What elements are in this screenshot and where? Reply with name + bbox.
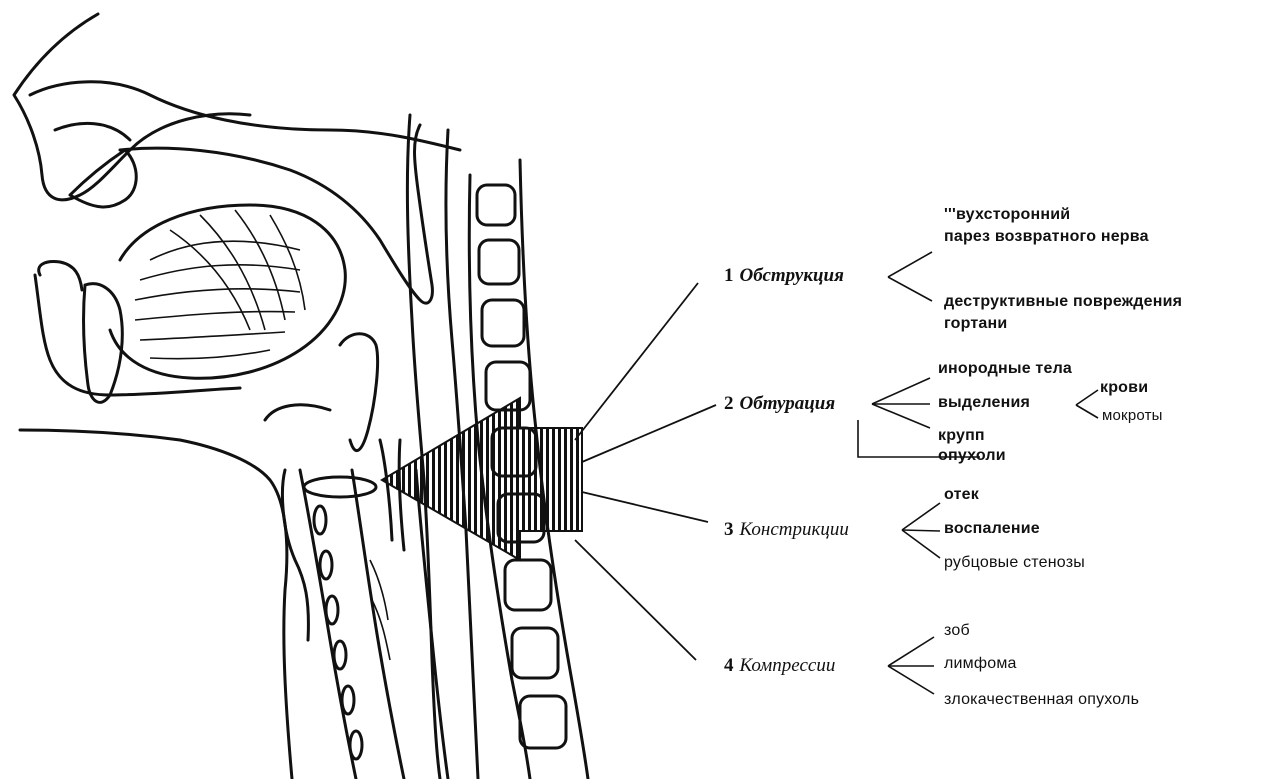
cause-1-item-1: '''вухсторонний [944, 207, 1070, 223]
lower-jaw [20, 430, 292, 779]
cause-3-item-2: воспаление [944, 521, 1040, 537]
cause-1-label: 1 Обструкция [724, 266, 844, 285]
pointer-line-4 [575, 540, 696, 660]
pointer-line-1 [575, 283, 698, 440]
cause-2-label: 2 Обтурация [724, 394, 835, 413]
cause-2-secretion-1: крови [1100, 380, 1148, 396]
vertebra [482, 300, 524, 346]
cause-2-secretion-2: мокроты [1102, 408, 1163, 423]
cause-3-item-1: отек [944, 487, 979, 503]
obstruction-arrow [382, 398, 582, 560]
cause-1-item-2: парез возвратного нерва [944, 229, 1149, 245]
cause-3-name: Констрикции [740, 519, 849, 540]
cause-1-item-4: гортани [944, 316, 1007, 332]
vertebra [486, 362, 530, 410]
cause-2-item-4: опухоли [938, 448, 1006, 464]
cause-4-item-3: злокачественная опухоль [944, 692, 1139, 708]
pointer-line-2 [582, 405, 716, 462]
cause-1-number: 1 [724, 265, 734, 286]
cause-1-name: Обструкция [740, 265, 844, 286]
vertebra [477, 185, 515, 225]
vertebra [520, 696, 566, 748]
epiglottis [340, 334, 378, 451]
glottis-ring [304, 477, 376, 497]
cause-1-item-3: деструктивные повреждения [944, 294, 1182, 310]
cause-2-name: Обтурация [740, 393, 836, 414]
cause-2-item-2: выделения [938, 395, 1030, 411]
cause-4-number: 4 [724, 655, 734, 676]
cause-3-number: 3 [724, 519, 734, 540]
cause-4-item-2: лимфома [944, 656, 1017, 672]
vertebra [479, 240, 519, 284]
nose-outline [14, 14, 250, 200]
cause-2-item-3: крупп [938, 428, 985, 444]
pointer-line-3 [582, 492, 708, 522]
cause-4-name: Компрессии [740, 655, 836, 676]
cause-3-item-3: рубцовые стенозы [944, 555, 1085, 571]
palate [120, 125, 432, 303]
vertebra [505, 560, 551, 610]
cause-2-item-1: инородные тела [938, 361, 1072, 377]
tongue [110, 205, 345, 378]
cause-4-label: 4 Компрессии [724, 656, 835, 675]
cause-2-number: 2 [724, 393, 734, 414]
vertebra [512, 628, 558, 678]
cause-3-label: 3 Констрикции [724, 520, 849, 539]
cause-4-item-1: зоб [944, 623, 970, 639]
